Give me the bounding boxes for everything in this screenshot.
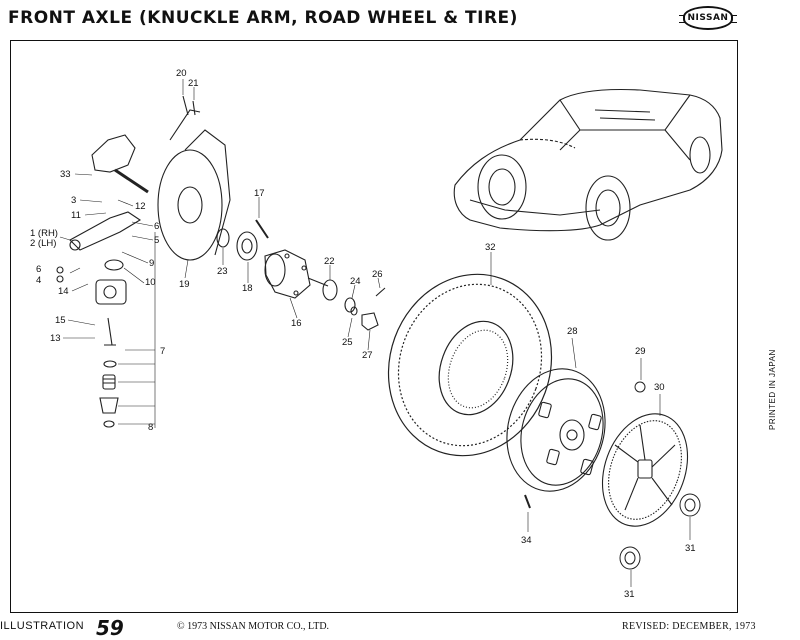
callout-25: 25 [342,337,353,348]
callout-7: 7 [160,346,165,357]
callout-22: 22 [324,256,335,267]
callout-30: 30 [654,382,665,393]
callout-4: 4 [36,275,41,286]
callout-20: 20 [176,68,187,79]
callout-31-lower: 31 [624,589,635,600]
road-wheel-drawing [506,368,606,492]
car-outline-drawing [453,88,723,241]
callout-14: 14 [58,286,69,297]
callout-27: 27 [362,350,373,361]
callout-1-rh: 1 (RH) [30,228,58,239]
callout-9: 9 [149,258,154,269]
illustration-label: ILLUSTRATION [0,620,85,632]
nissan-logo: NISSAN [679,6,737,30]
callout-28: 28 [567,326,578,337]
callout-19: 19 [179,279,190,290]
callout-33: 33 [60,169,71,180]
diagram-frame [10,40,738,613]
callout-18: 18 [242,283,253,294]
wheel-cover-drawing [601,413,689,527]
callout-8: 8 [148,422,153,433]
illustration-number: 59 [96,616,124,640]
callout-21: 21 [188,78,199,89]
callout-13: 13 [50,333,61,344]
callout-16: 16 [291,318,302,329]
callout-29: 29 [635,346,646,357]
callout-3: 3 [71,195,76,206]
callout-5: 5 [154,235,159,246]
callout-11: 11 [71,210,81,221]
callout-32: 32 [485,242,496,253]
callout-24: 24 [350,276,361,287]
revised-date: REVISED: DECEMBER, 1973 [622,621,756,632]
callout-6-lower: 6 [36,264,41,275]
callout-2-lh: 2 (LH) [30,238,56,249]
callout-10: 10 [145,277,156,288]
copyright-notice: © 1973 NISSAN MOTOR CO., LTD. [177,621,330,632]
tire-drawing [387,273,553,457]
printed-in-japan-note: PRINTED IN JAPAN [768,349,777,430]
page-title: FRONT AXLE (KNUCKLE ARM, ROAD WHEEL & TI… [8,8,518,28]
callout-26: 26 [372,269,383,280]
callout-17: 17 [254,188,265,199]
callout-6-upper: 6 [154,221,159,232]
callout-12: 12 [135,201,146,212]
callout-31-right: 31 [685,543,696,554]
callout-15: 15 [55,315,66,326]
knuckle-assembly-drawing [56,79,386,428]
callout-23: 23 [217,266,228,277]
callout-34: 34 [521,535,532,546]
small-parts-drawing [490,252,701,587]
